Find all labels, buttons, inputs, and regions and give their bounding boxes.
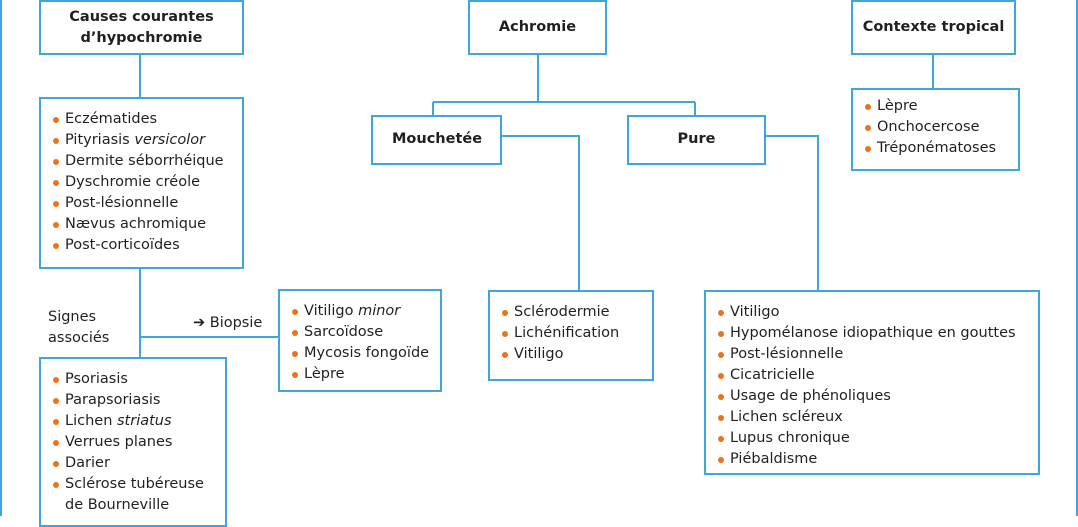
list-item: Mycosis fongoïde <box>290 343 440 364</box>
list-item: de Bourneville <box>65 497 170 513</box>
pure-title-box: Pure <box>627 115 766 165</box>
list-item: Vitiligo <box>500 344 652 365</box>
list-item: Eczématides <box>51 109 242 130</box>
pure-title: Pure <box>677 131 716 147</box>
connector-mouchetee-to-list <box>501 135 580 291</box>
tropical-title: Contexte tropical <box>862 19 1005 35</box>
list-item: Cicatricielle <box>716 365 1038 386</box>
causes-title: Causes courantes d’hypochromie <box>69 8 214 46</box>
figure-frame <box>0 0 1078 516</box>
list-item: Dyschromie créole <box>51 172 242 193</box>
connector-lines <box>139 54 934 358</box>
list-item: Post-lésionnelle <box>716 344 1038 365</box>
list-item: Lèpre <box>863 96 1018 117</box>
list-item: Lichen scléreux <box>716 407 1038 428</box>
list-item: Post-corticoïdes <box>51 235 242 256</box>
list-item: Nævus achromique <box>51 214 242 235</box>
list-item: Lichénification <box>500 323 652 344</box>
mouchetee-title: Mouchetée <box>392 131 483 147</box>
list-item: Lichen striatus <box>51 411 225 432</box>
list-item: Vitiligo minor <box>290 301 440 322</box>
list-item: Darier <box>51 453 225 474</box>
achromie-title: Achromie <box>498 19 577 35</box>
mouchetee-title-box: Mouchetée <box>371 115 502 165</box>
connector-pure-to-list <box>765 135 819 291</box>
list-item: Lèpre <box>290 364 440 385</box>
signes-label: Signes associés <box>48 309 110 346</box>
biopsie-label: ➔ Biopsie <box>193 315 263 331</box>
list-item: Vitiligo <box>716 302 1038 323</box>
list-item: Pityriasis versicolor <box>51 130 242 151</box>
list-item: Post-lésionnelle <box>51 193 242 214</box>
list-item: Psoriasis <box>51 369 225 390</box>
list-item: Onchocercose <box>863 117 1018 138</box>
list-item: Parapsoriasis <box>51 390 225 411</box>
list-item: Tréponématoses <box>863 138 1018 159</box>
achromie-title-box: Achromie <box>468 0 607 55</box>
list-item: Dermite séborrhéique <box>51 151 242 172</box>
list-item: Lupus chronique <box>716 428 1038 449</box>
list-item: Sclérose tubéreuse <box>51 474 225 495</box>
tropical-title-box: Contexte tropical <box>851 0 1016 55</box>
causes-title-box: Causes courantes d’hypochromie <box>39 0 244 55</box>
list-item: Usage de phénoliques <box>716 386 1038 407</box>
list-item: Hypomélanose idiopathique en gouttes <box>716 323 1038 344</box>
list-item: Piébaldisme <box>716 449 1038 470</box>
list-item: Sclérodermie <box>500 302 652 323</box>
list-item: Verrues planes <box>51 432 225 453</box>
list-item: Sarcoïdose <box>290 322 440 343</box>
